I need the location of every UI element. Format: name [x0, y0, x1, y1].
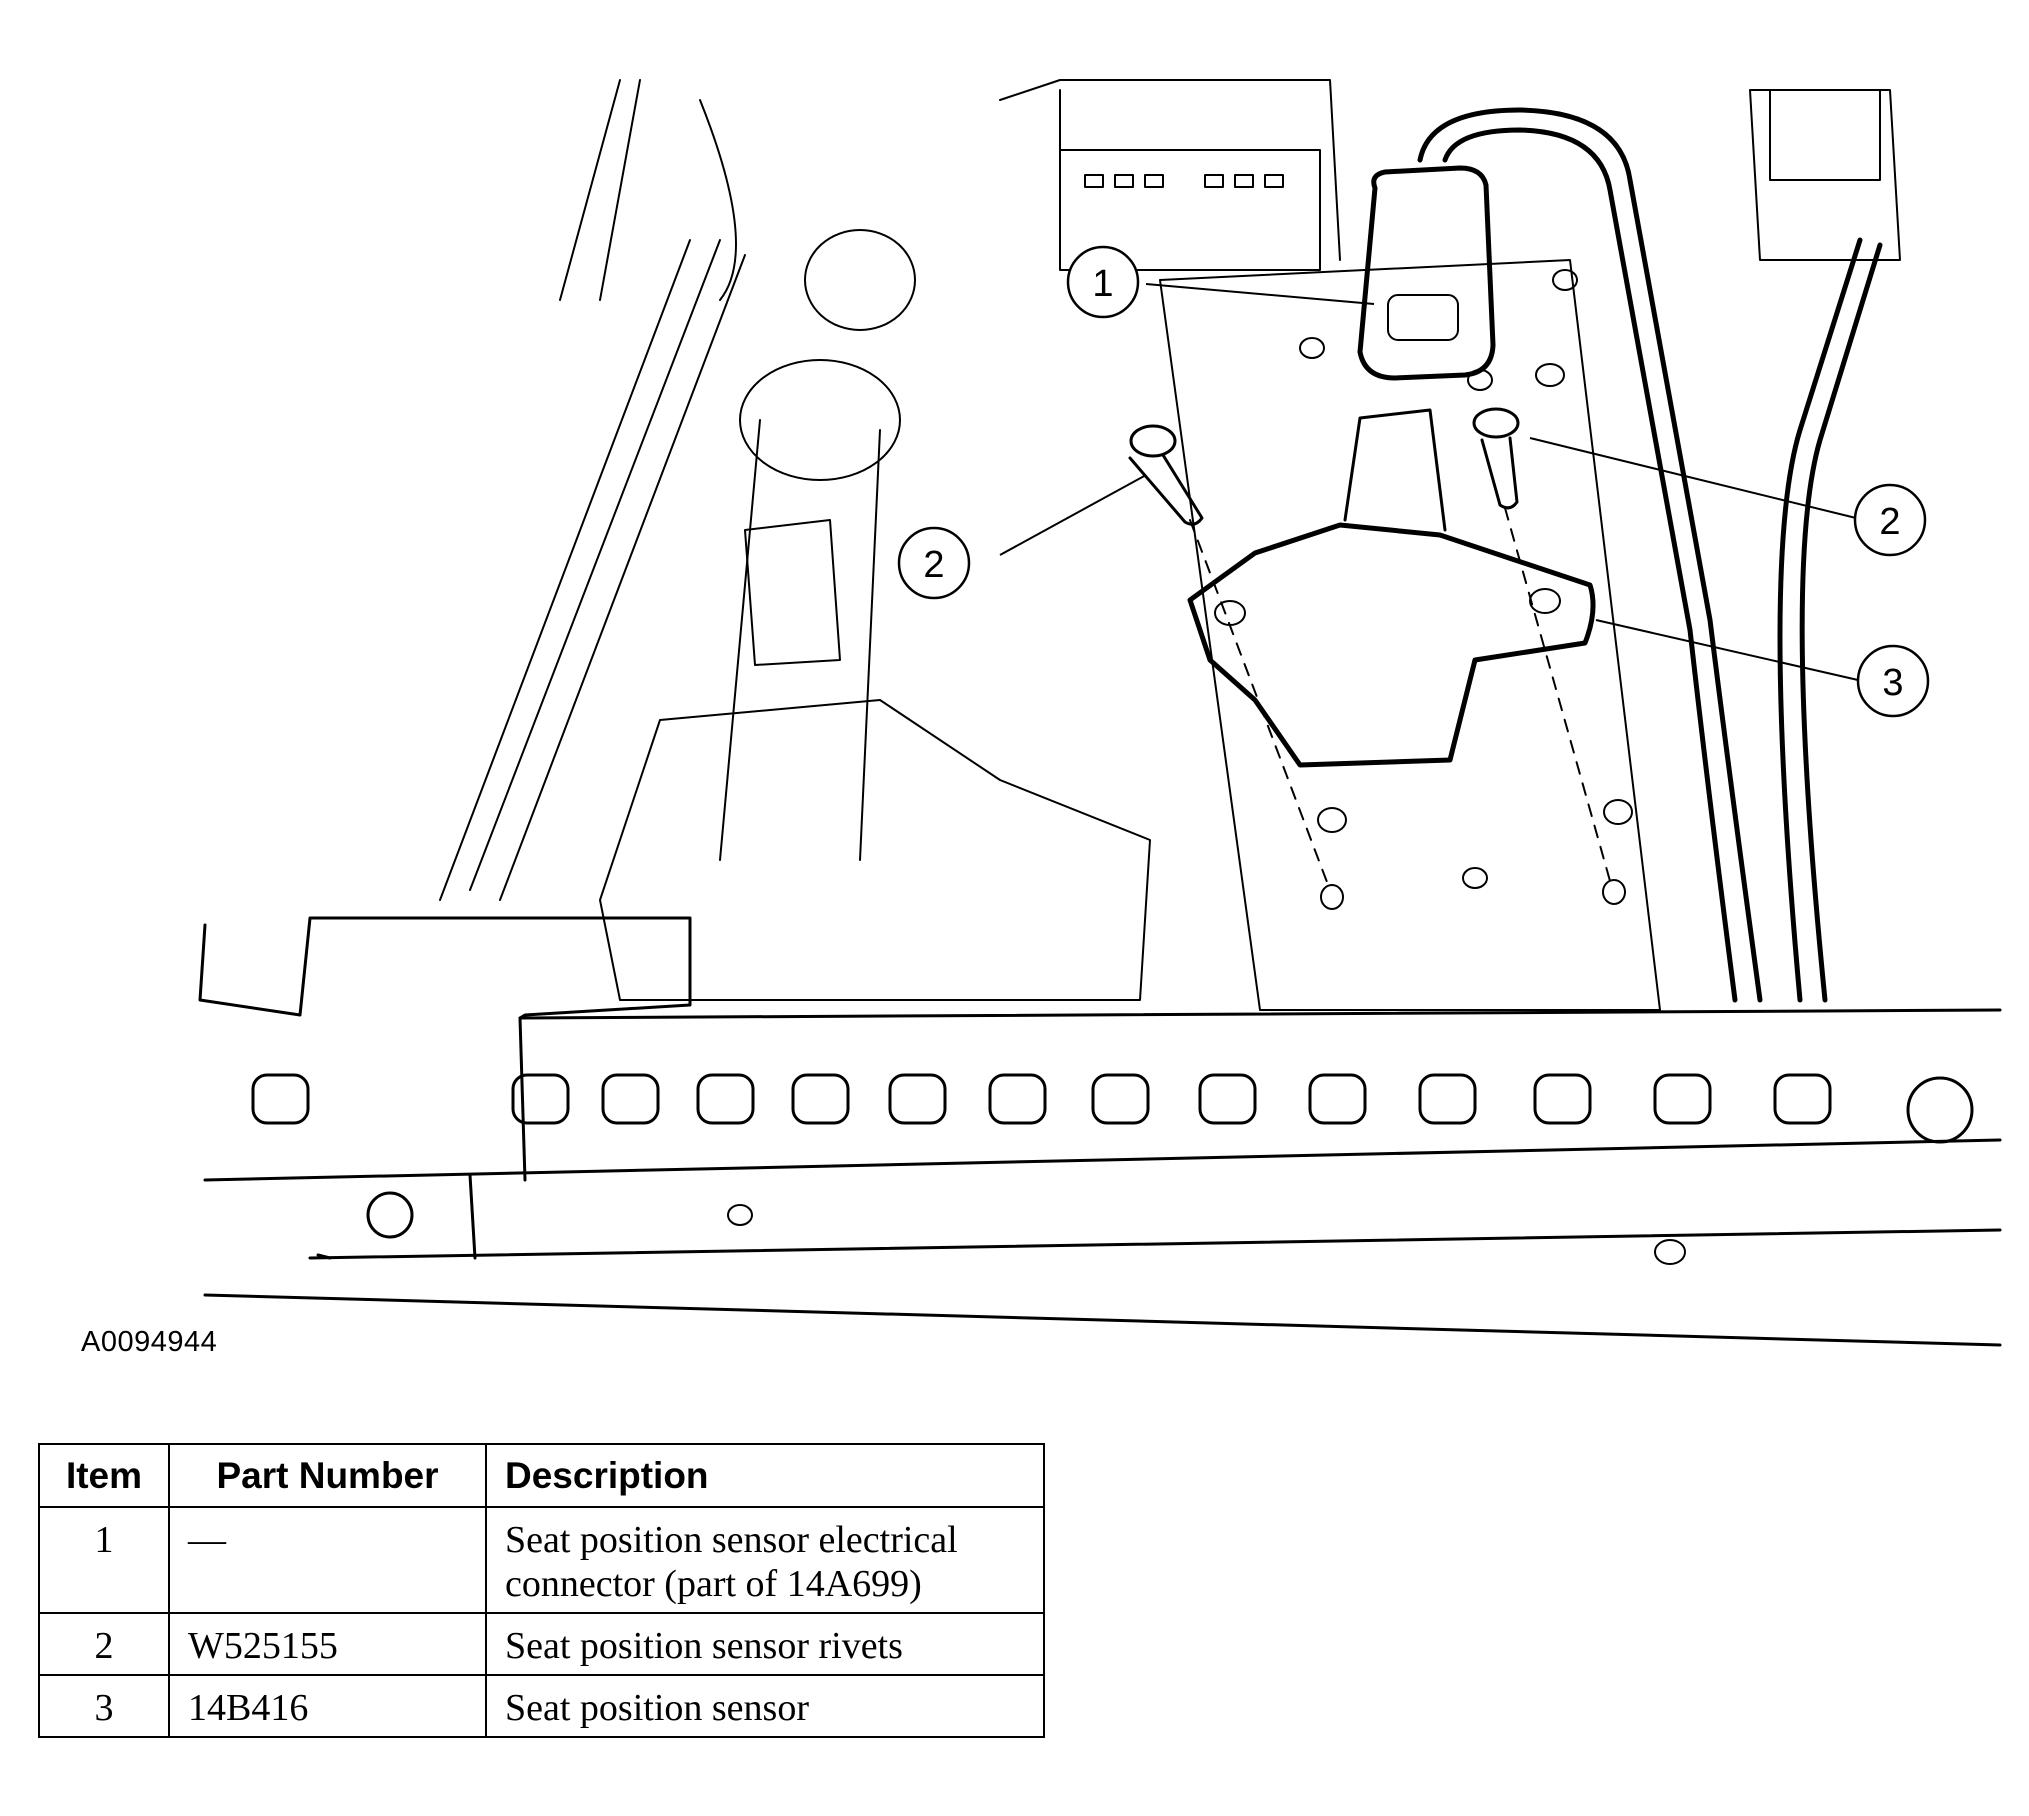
- upper-connector-pins: [1084, 174, 1284, 188]
- motor-body: [719, 419, 881, 861]
- callout-3: 3: [1856, 644, 1930, 718]
- rivet-left-head: [1129, 424, 1177, 458]
- callout-2-right-label: 2: [1879, 501, 1900, 543]
- upper-connector-block: [1059, 149, 1321, 271]
- track-hole-2: [727, 1204, 753, 1226]
- track-rail-front: [316, 1016, 527, 1260]
- table-row: 2 W525155 Seat position sensor rivets: [38, 1612, 1045, 1676]
- callout-1: 1: [1066, 245, 1140, 319]
- header-part-number: Part Number: [168, 1443, 487, 1508]
- seat-track-diagram: 1 2 2 3: [198, 79, 2002, 1347]
- callout-3-label: 3: [1882, 662, 1903, 704]
- cell-item: 1: [38, 1506, 170, 1614]
- figure-id: A0094944: [81, 1326, 218, 1358]
- drive-cable-mount: [804, 229, 916, 331]
- parts-table: Item Part Number Description 1 — Seat po…: [38, 1443, 1045, 1738]
- right-connector: [1749, 89, 1901, 261]
- connector-latch: [1387, 294, 1459, 341]
- torx-fastener: [1906, 1076, 1974, 1144]
- rivet-left: [1128, 453, 1204, 526]
- lower-track-bottom: [203, 1138, 2002, 1347]
- cell-part-number: 14B416: [168, 1674, 487, 1738]
- header-description: Description: [485, 1443, 1045, 1508]
- alignment-lines: [1189, 507, 1613, 891]
- sensor-tab: [1343, 408, 1447, 532]
- sensor-holes: [1214, 588, 1561, 626]
- connector-left: [744, 519, 841, 666]
- mounting-plate: [1159, 259, 1661, 1011]
- cell-item: 3: [38, 1674, 170, 1738]
- motor-housing: [599, 699, 1151, 1001]
- table-row: 1 — Seat position sensor electrical conn…: [38, 1506, 1045, 1614]
- wiring-harness: [1417, 107, 1763, 1003]
- callout-1-label: 1: [1092, 263, 1113, 305]
- leader-lines: [999, 283, 1859, 681]
- cell-description: Seat position sensor rivets: [485, 1612, 1045, 1676]
- seat-position-sensor: [1187, 522, 1596, 768]
- callout-2-left-label: 2: [923, 544, 944, 586]
- motor-end: [739, 359, 901, 481]
- cell-part-number: —: [168, 1506, 487, 1614]
- callout-2-left: 2: [897, 526, 971, 600]
- plate-holes: [1299, 269, 1633, 910]
- callout-2-right: 2: [1853, 483, 1927, 557]
- lower-track: [198, 916, 2002, 1020]
- track-hole: [1654, 1239, 1686, 1265]
- table-row: 3 14B416 Seat position sensor: [38, 1674, 1045, 1738]
- left-rail-upper: [439, 239, 746, 901]
- rivet-right-head: [1472, 407, 1520, 439]
- rivet-right: [1480, 436, 1519, 510]
- table-header-row: Item Part Number Description: [38, 1443, 1045, 1508]
- cell-item: 2: [38, 1612, 170, 1676]
- harness-branch: [1777, 237, 1883, 1003]
- cell-description: Seat position sensor: [485, 1674, 1045, 1738]
- track-slots: [251, 1073, 1832, 1125]
- header-item: Item: [38, 1443, 170, 1508]
- electrical-connector: [1357, 165, 1496, 381]
- cell-part-number: W525155: [168, 1612, 487, 1676]
- wiring-harness-inner: [1442, 127, 1738, 1003]
- cell-description: Seat position sensor electrical connecto…: [485, 1506, 1045, 1614]
- track-rivet: [366, 1191, 414, 1239]
- central-pillar: [999, 79, 1341, 261]
- upper-frame-line: [559, 79, 737, 301]
